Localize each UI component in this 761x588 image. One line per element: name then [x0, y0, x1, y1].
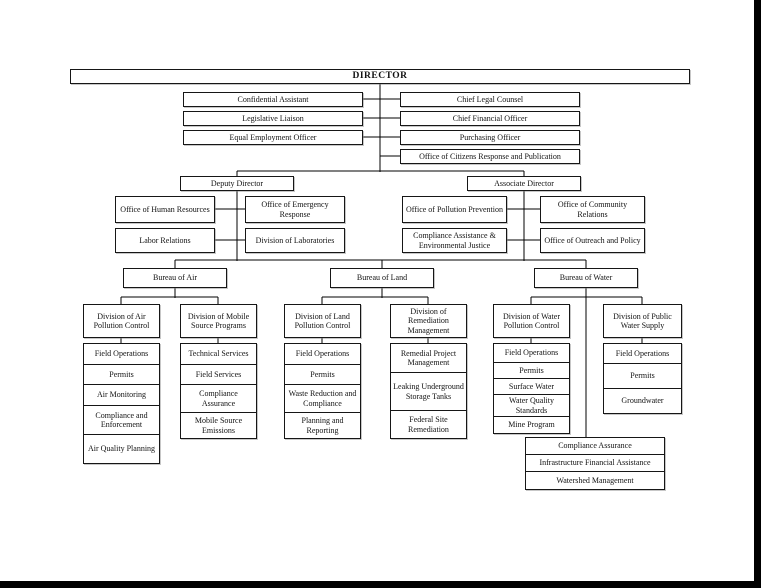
unit-cell: Compliance Assurance [526, 438, 664, 455]
unit-cell: Permits [285, 365, 360, 385]
unit-cell: Field Operations [604, 344, 681, 364]
stack-bureau-of-water-extra-units: Compliance Assurance Infrastructure Fina… [525, 437, 665, 490]
unit-cell: Field Services [181, 365, 256, 385]
node-legislative-liaison: Legislative Liaison [183, 111, 363, 126]
unit-cell: Compliance and Enforcement [84, 406, 159, 435]
unit-cell: Air Quality Planning [87, 444, 156, 454]
unit-cell: Surface Water [494, 379, 569, 395]
unit-cell: Leaking Underground Storage Tanks [391, 373, 466, 411]
node-director: DIRECTOR [70, 69, 690, 84]
node-equal-employment-officer: Equal Employment Officer [183, 130, 363, 145]
node-division-air-pollution-control: Division of Air Pollution Control [83, 304, 160, 338]
unit-cell: Infrastructure Financial Assistance [526, 455, 664, 472]
scan-edge-bottom [0, 581, 761, 588]
node-deputy-director: Deputy Director [180, 176, 294, 191]
unit-cell: Technical Services [181, 344, 256, 365]
node-bureau-of-air: Bureau of Air [123, 268, 227, 288]
unit-cell: Air Monitoring [84, 385, 159, 406]
node-division-remediation-management: Division of Remediation Management [390, 304, 467, 338]
unit-cell: Groundwater [621, 396, 664, 406]
unit-cell: Field Operations [494, 344, 569, 363]
unit-cell: Field Operations [285, 344, 360, 365]
unit-cell: Permits [84, 365, 159, 385]
node-chief-legal-counsel: Chief Legal Counsel [400, 92, 580, 107]
unit-cell: Permits [494, 363, 569, 379]
unit-cell: Federal Site Remediation [408, 415, 449, 434]
node-division-public-water-supply: Division of Public Water Supply [603, 304, 682, 338]
stack-mobile-source-programs-units: Technical Services Field Services Compli… [180, 343, 257, 439]
unit-cell: Watershed Management [556, 475, 634, 485]
node-chief-financial-officer: Chief Financial Officer [400, 111, 580, 126]
node-division-water-pollution-control: Division of Water Pollution Control [493, 304, 570, 338]
unit-cell: Permits [604, 364, 681, 389]
node-division-land-pollution-control: Division of Land Pollution Control [284, 304, 361, 338]
unit-cell: Mine Program [508, 420, 555, 430]
node-outreach-and-policy: Office of Outreach and Policy [540, 228, 645, 253]
stack-public-water-supply-units: Field Operations Permits Groundwater [603, 343, 682, 414]
node-labor-relations: Labor Relations [115, 228, 215, 253]
unit-cell: Remedial Project Management [391, 344, 466, 373]
node-citizens-response-publication: Office of Citizens Response and Publicat… [400, 149, 580, 164]
node-division-of-laboratories: Division of Laboratories [245, 228, 345, 253]
scan-edge-right [754, 0, 761, 588]
node-emergency-response: Office of Emergency Response [245, 196, 345, 223]
unit-cell: Mobile Source Emissions [194, 416, 243, 435]
node-associate-director: Associate Director [467, 176, 581, 191]
node-compliance-assistance-environmental-justice: Compliance Assistance & Environmental Ju… [402, 228, 507, 253]
stack-water-pollution-control-units: Field Operations Permits Surface Water W… [493, 343, 570, 434]
unit-cell: Field Operations [84, 344, 159, 365]
node-pollution-prevention: Office of Pollution Prevention [402, 196, 507, 223]
unit-cell: Waste Reduction and Compliance [285, 385, 360, 413]
node-division-mobile-source-programs: Division of Mobile Source Programs [180, 304, 257, 338]
node-human-resources: Office of Human Resources [115, 196, 215, 223]
node-community-relations: Office of Community Relations [540, 196, 645, 223]
stack-air-pollution-control-units: Field Operations Permits Air Monitoring … [83, 343, 160, 464]
stack-remediation-management-units: Remedial Project Management Leaking Unde… [390, 343, 467, 439]
unit-cell: Planning and Reporting [301, 416, 344, 435]
unit-cell: Water Quality Standards [494, 395, 569, 417]
node-confidential-assistant: Confidential Assistant [183, 92, 363, 107]
stack-land-pollution-control-units: Field Operations Permits Waste Reduction… [284, 343, 361, 439]
connector-lines [120, 84, 643, 437]
node-purchasing-officer: Purchasing Officer [400, 130, 580, 145]
node-bureau-of-land: Bureau of Land [330, 268, 434, 288]
node-bureau-of-water: Bureau of Water [534, 268, 638, 288]
unit-cell: Compliance Assurance [181, 385, 256, 413]
